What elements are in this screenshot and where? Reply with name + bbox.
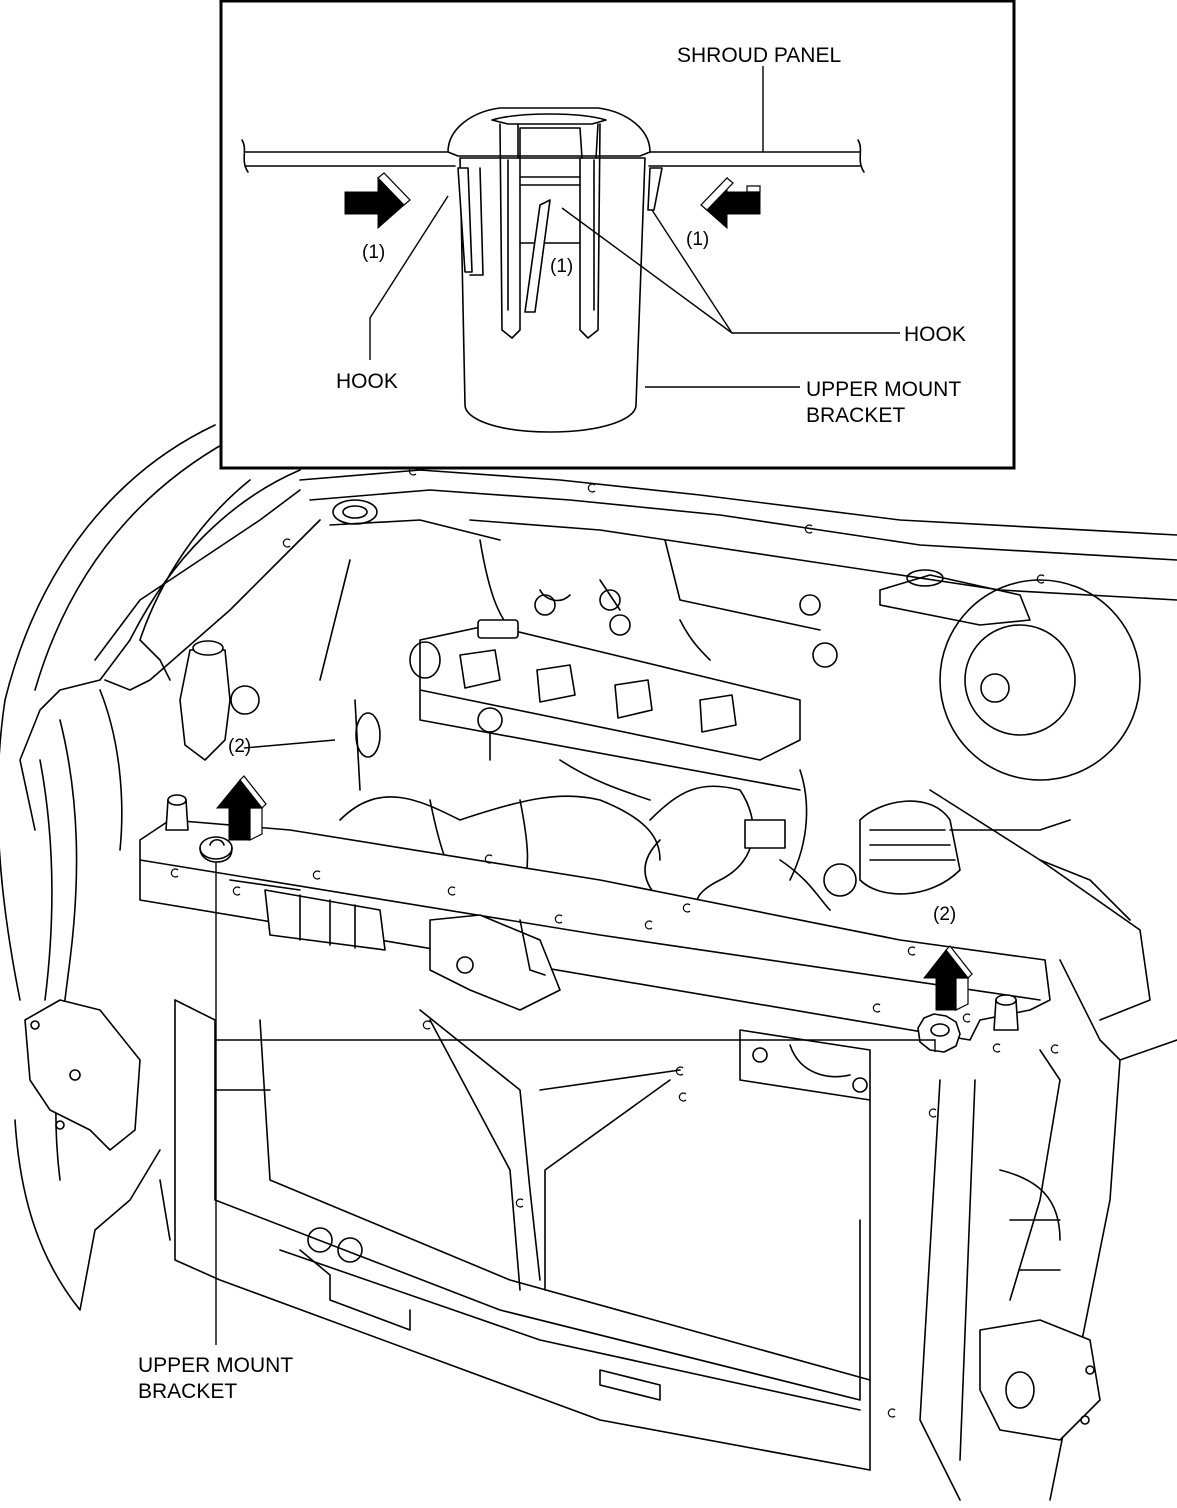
label-upper-mount-bracket-inset-line1: UPPER MOUNT xyxy=(806,378,961,401)
label-hook-right: HOOK xyxy=(904,323,966,346)
step-marker-1-center: (1) xyxy=(550,256,573,277)
label-upper-mount-bracket-inset-line2: BRACKET xyxy=(806,404,905,427)
fastener-marks xyxy=(170,466,1059,1418)
upper-mount-bracket-left xyxy=(199,836,233,863)
brake-booster xyxy=(939,579,1141,781)
shroud-panel-plate xyxy=(244,151,456,167)
engine-bay-illustration xyxy=(0,424,1177,1501)
lift-arrow-right xyxy=(922,945,973,1011)
left-bracket xyxy=(24,999,141,1151)
step-marker-2-right: (2) xyxy=(933,904,956,925)
lift-arrow-left xyxy=(215,775,267,841)
press-arrow-left xyxy=(344,172,411,230)
fender-inner-curve xyxy=(34,439,231,691)
fender-outer-curve xyxy=(0,424,216,1001)
hood-latch xyxy=(429,914,561,1011)
label-upper-mount-bracket-main-line1: UPPER MOUNT xyxy=(138,1354,293,1377)
outer-hook-left xyxy=(457,167,473,273)
upper-mount-bracket-right xyxy=(917,1013,961,1053)
grommet xyxy=(332,499,378,525)
step-marker-1-right: (1) xyxy=(686,229,709,250)
engine-valve-cover xyxy=(419,624,801,761)
right-bracket xyxy=(979,1319,1101,1441)
outer-hook-right xyxy=(647,167,663,211)
radiator-frame xyxy=(174,999,861,1401)
step-marker-1-left: (1) xyxy=(362,242,385,263)
label-hook-left: HOOK xyxy=(336,370,398,393)
clip-body xyxy=(459,157,646,433)
leader-hook-left xyxy=(369,195,449,360)
clip-head xyxy=(447,107,651,157)
label-upper-mount-bracket-main-line2: BRACKET xyxy=(138,1380,237,1403)
center-hook xyxy=(524,199,551,313)
inset-detail xyxy=(219,0,1016,470)
reservoir xyxy=(179,649,231,761)
press-arrow-right xyxy=(700,176,761,230)
dipstick-ring xyxy=(477,707,503,733)
step-marker-2-left: (2) xyxy=(228,736,251,757)
label-shroud-panel: SHROUD PANEL xyxy=(677,44,841,67)
